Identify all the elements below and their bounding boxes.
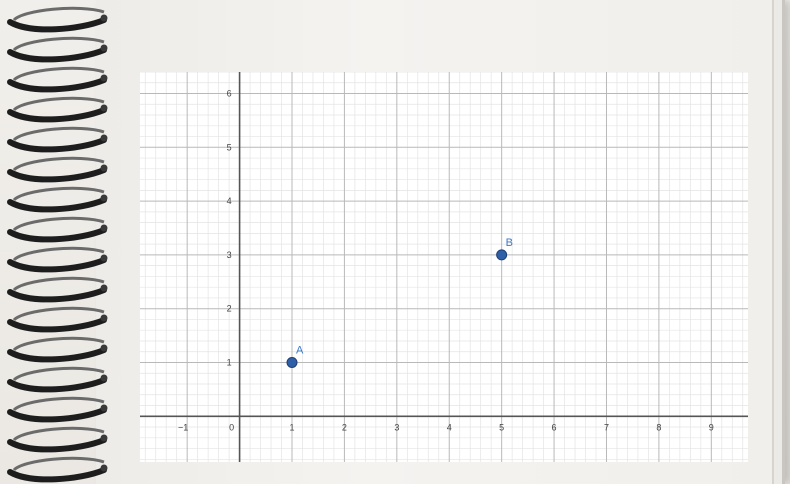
binding-hole (100, 464, 108, 472)
binding-hole (100, 374, 108, 382)
y-tick-label: 6 (227, 89, 232, 99)
spiral-coil-back (12, 6, 105, 22)
spiral-binding (7, 6, 108, 483)
spiral-coil-back (12, 456, 105, 472)
binding-hole (100, 194, 108, 202)
x-tick-label: 4 (447, 422, 452, 432)
spiral-coil-back (12, 246, 105, 262)
binding-hole (100, 134, 108, 142)
x-tick-label: 3 (394, 422, 399, 432)
spiral-coil (7, 287, 107, 303)
spiral-coil (7, 47, 107, 63)
spiral-coil-back (12, 396, 105, 412)
spiral-coil (7, 377, 107, 393)
spiral-coil (7, 137, 107, 153)
binding-hole (100, 314, 108, 322)
binding-hole (100, 404, 108, 412)
binding-hole (100, 224, 108, 232)
x-tick-label: 1 (289, 422, 294, 432)
spiral-coil (7, 107, 107, 123)
spiral-coil (7, 347, 107, 363)
binding-hole (100, 344, 108, 352)
spiral-coil (7, 197, 107, 213)
spiral-coil (7, 227, 107, 243)
point-label-b: B (506, 237, 513, 249)
y-tick-labels: 1 2 3 4 5 6 (227, 89, 232, 368)
spiral-coil-back (12, 216, 105, 232)
x-tick-label: 5 (499, 422, 504, 432)
spiral-coil-back (12, 366, 105, 382)
spiral-coil-back (12, 426, 105, 442)
spiral-coil-back (12, 36, 105, 52)
binding-hole (100, 434, 108, 442)
x-tick-label: 7 (604, 422, 609, 432)
point-a (286, 356, 298, 368)
spiral-coil-back (12, 96, 105, 112)
binding-hole (100, 164, 108, 172)
binding-hole (100, 44, 108, 52)
spiral-coil-back (12, 156, 105, 172)
y-tick-label: 1 (227, 357, 232, 367)
spiral-coil (7, 17, 107, 33)
major-grid (140, 72, 748, 462)
spiral-coil-back (12, 336, 105, 352)
point-label-a: A (296, 344, 304, 356)
minor-grid (140, 71, 748, 462)
spiral-coil (7, 167, 107, 183)
axes (140, 72, 748, 462)
x-tick-label: 9 (709, 422, 714, 432)
x-tick-label: 6 (552, 422, 557, 432)
x-tick-label: 8 (656, 422, 661, 432)
y-tick-label: 2 (227, 304, 232, 314)
spiral-coil (7, 317, 107, 333)
binding-hole (100, 284, 108, 292)
point-b (496, 249, 508, 261)
points: AB (286, 237, 513, 368)
spiral-coil-back (12, 186, 105, 202)
y-tick-label: 3 (227, 250, 232, 260)
x-tick-label: −1 (178, 422, 188, 432)
binding-hole (100, 104, 108, 112)
spiral-coil (7, 257, 107, 273)
x-tick-labels: 0 −1 1 2 3 4 5 6 7 8 9 (178, 422, 714, 432)
spiral-coil-back (12, 126, 105, 142)
origin-tick-label: 0 (229, 422, 234, 432)
spiral-coil (7, 467, 107, 483)
y-tick-label: 5 (227, 142, 232, 152)
spiral-coil (7, 437, 107, 453)
spiral-coil-back (12, 306, 105, 322)
spiral-coil (7, 77, 107, 93)
binding-hole (100, 254, 108, 262)
x-tick-label: 2 (342, 422, 347, 432)
spiral-coil (7, 407, 107, 423)
spiral-coil-back (12, 66, 105, 82)
binding-hole (100, 14, 108, 22)
spiral-coil-back (12, 276, 105, 292)
binding-hole (100, 74, 108, 82)
y-tick-label: 4 (227, 196, 232, 206)
